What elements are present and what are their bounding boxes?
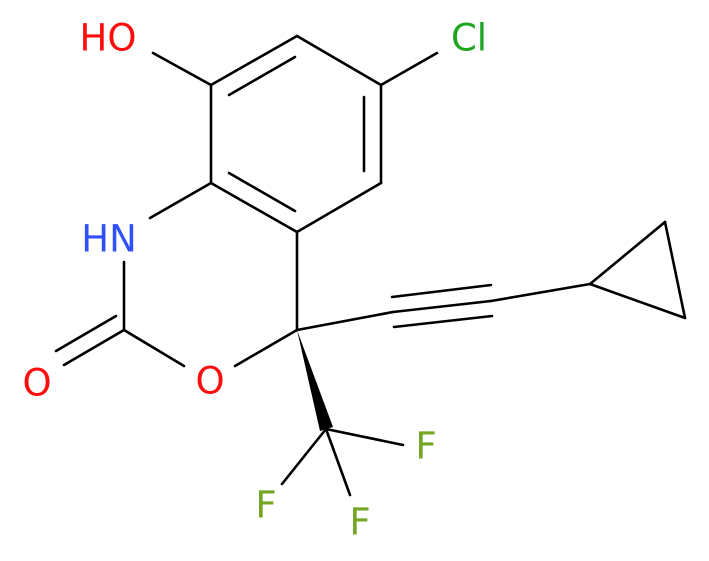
bond: [295, 310, 395, 332]
bond: [233, 328, 299, 368]
bond: [392, 314, 494, 329]
wedge-bond: [297, 330, 333, 431]
atom-label-hydroxyl: HO: [80, 17, 137, 60]
bond: [151, 51, 213, 87]
atom-label-fluorine: F: [349, 501, 370, 544]
atom-label-amine: HN: [81, 218, 137, 261]
bond: [588, 220, 667, 286]
atom-label-chlorine: Cl: [451, 17, 487, 60]
bond: [280, 427, 328, 486]
bond: [122, 328, 186, 368]
bond: [209, 181, 299, 234]
bond: [391, 299, 493, 314]
bond: [227, 171, 297, 213]
bond: [227, 55, 297, 97]
bond: [324, 427, 405, 447]
bond: [663, 220, 687, 320]
bond: [588, 282, 687, 320]
bond: [209, 34, 299, 87]
bond: [295, 34, 383, 87]
atom-label-carbonyl-oxygen: O: [22, 362, 51, 405]
bond: [62, 328, 126, 367]
atom-label-fluorine: F: [415, 425, 436, 468]
bond: [148, 181, 213, 220]
bond: [390, 283, 493, 299]
bond: [379, 51, 439, 87]
bond: [324, 427, 352, 497]
bond: [295, 181, 383, 234]
bond: [489, 282, 592, 303]
atom-label-fluorine: F: [255, 484, 276, 527]
atom-label-ring-oxygen: O: [195, 360, 224, 403]
bond: [54, 314, 118, 353]
